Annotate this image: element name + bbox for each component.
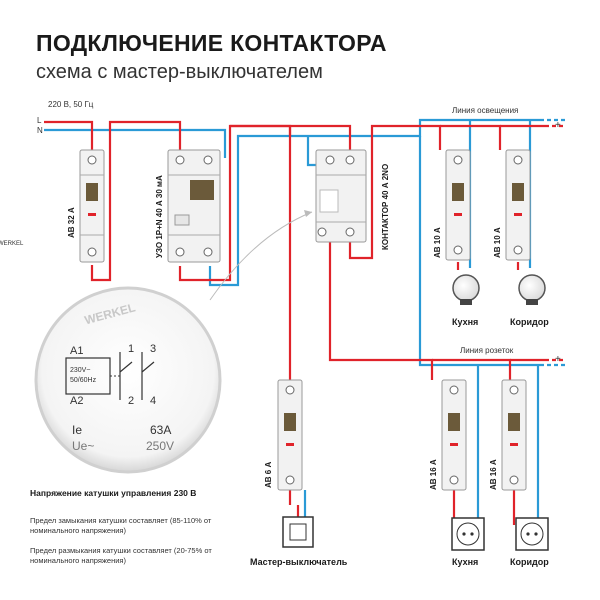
- sockets-plus: +: [555, 354, 561, 365]
- magnifier-terminal-4: 4: [150, 395, 156, 407]
- neutral-wire-ends: [540, 118, 565, 367]
- switch-breaker-label: АВ 6 А: [264, 462, 273, 488]
- zoom-arrow: [209, 210, 313, 301]
- magnifier-ie-value: 63A: [150, 423, 171, 437]
- magnifier-ue-label: Ue~: [72, 439, 94, 453]
- rcd-label: УЗО 1Р+N 40 А 30 мА: [155, 175, 164, 258]
- socket-corridor-label: Коридор: [510, 557, 549, 567]
- switch-breaker: [277, 379, 303, 491]
- rcd-logo: WERKEL: [0, 241, 24, 247]
- lamp-corridor: [518, 274, 546, 305]
- phase-label: L: [37, 116, 42, 125]
- socket-kitchen: [451, 517, 485, 551]
- light-breaker-2: [505, 149, 531, 261]
- main-breaker: [79, 149, 105, 263]
- light-breaker-1-label: АВ 10 А: [433, 227, 442, 258]
- phase-wire-ends: [545, 124, 565, 362]
- light-breaker-1: [445, 149, 471, 261]
- master-switch: [282, 516, 314, 548]
- socket-breaker-2-label: АВ 16 А: [489, 459, 498, 490]
- coil-close-note: Предел замыкания катушки составляет (85-…: [30, 516, 212, 535]
- rcd-device: [167, 149, 221, 263]
- sockets-line-label: Линия розеток: [460, 346, 514, 355]
- lamp-corridor-label: Коридор: [510, 317, 549, 327]
- magnifier-a1: A1: [70, 345, 83, 357]
- page-subtitle: схема с мастер-выключателем: [36, 61, 323, 83]
- page-title: ПОДКЛЮЧЕНИЕ КОНТАКТОРА: [36, 30, 387, 56]
- socket-breaker-1: [441, 379, 467, 491]
- master-switch-label: Мастер-выключатель: [250, 557, 348, 567]
- coil-open-note: Предел размыкания катушки составляет (20…: [30, 546, 212, 565]
- magnifier-a2: A2: [70, 395, 83, 407]
- magnifier-coil-rating: 230V~: [70, 367, 90, 374]
- magnifier-ie-label: Ie: [72, 423, 82, 437]
- light-breaker-2-label: АВ 10 А: [493, 227, 502, 258]
- magnifier-terminal-1: 1: [128, 343, 134, 355]
- supply-voltage-label: 220 В, 50 Гц: [48, 100, 94, 109]
- contactor-device: [315, 149, 367, 243]
- lighting-plus: +: [555, 120, 561, 131]
- lamp-kitchen-label: Кухня: [452, 317, 478, 327]
- contactor-label: КОНТАКТОР 40 А 2NO: [381, 164, 390, 250]
- lamp-kitchen: [452, 274, 480, 305]
- magnifier-lens: [34, 286, 222, 474]
- neutral-label: N: [37, 126, 43, 135]
- magnifier-terminal-3: 3: [150, 343, 156, 355]
- socket-corridor: [515, 517, 549, 551]
- lighting-line-label: Линия освещения: [452, 106, 518, 115]
- socket-breaker-2: [501, 379, 527, 491]
- socket-kitchen-label: Кухня: [452, 557, 478, 567]
- socket-breaker-1-label: АВ 16 А: [429, 459, 438, 490]
- coil-voltage-title: Напряжение катушки управления 230 В: [30, 488, 197, 498]
- magnifier-coil-freq: 50/60Hz: [70, 377, 97, 384]
- magnifier-terminal-2: 2: [128, 395, 134, 407]
- phase-wires: [44, 120, 545, 525]
- main-breaker-label: АВ 32 А: [67, 207, 76, 238]
- magnifier-ue-value: 250V: [146, 439, 174, 453]
